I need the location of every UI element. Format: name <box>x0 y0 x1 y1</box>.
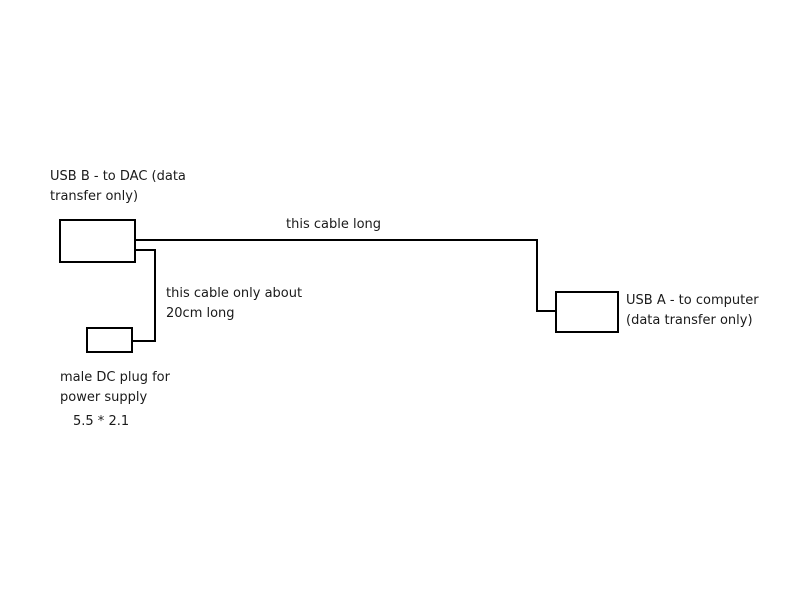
usb-b-label: USB B - to DAC (data transfer only) <box>50 167 186 207</box>
short-cable-label-line-2: 20cm long <box>166 306 235 321</box>
usb-b-label-line-2: transfer only) <box>50 189 139 204</box>
dc-plug-spec: 5.5 * 2.1 <box>73 412 129 432</box>
usb-a-label-line-2: (data transfer only) <box>626 313 753 328</box>
long-cable-label-text: this cable long <box>286 217 382 232</box>
dc-plug-label: male DC plug for power supply <box>60 368 170 408</box>
short-cable-label: this cable only about 20cm long <box>166 284 302 324</box>
usb-a-label: USB A - to computer (data transfer only) <box>626 291 759 331</box>
short-cable-label-line-1: this cable only about <box>166 286 303 301</box>
dc-plug-label-line-1: male DC plug for <box>60 370 170 385</box>
short-cable-line <box>132 249 156 342</box>
dc-plug-box <box>86 327 133 353</box>
usb-a-connector-box <box>555 291 619 333</box>
long-cable-line <box>135 239 556 312</box>
dc-plug-label-line-2: power supply <box>60 390 148 405</box>
dc-plug-spec-text: 5.5 * 2.1 <box>73 414 130 429</box>
usb-b-connector-box <box>59 219 136 263</box>
usb-b-label-line-1: USB B - to DAC (data <box>50 169 186 184</box>
usb-a-label-line-1: USB A - to computer <box>626 293 759 308</box>
long-cable-label: this cable long <box>286 215 381 235</box>
